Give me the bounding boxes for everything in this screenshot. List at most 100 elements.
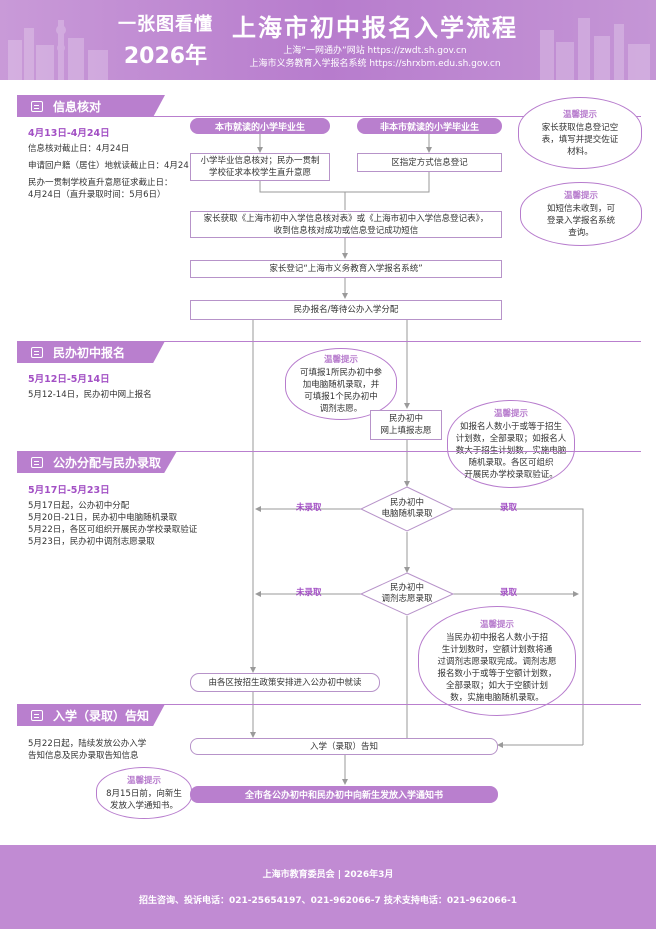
tip-line: 随机录取。各区可组织 xyxy=(468,457,554,468)
tab-allocation: 公办分配与民办录取 xyxy=(17,451,177,473)
s3-line: 5月17日起，公办初中分配 xyxy=(28,501,130,511)
random-line: 民办初中 xyxy=(389,498,424,508)
s1-date: 4月13日-4月24日 xyxy=(28,128,110,139)
nonlocal-student-pill: 非本市就读的小学毕业生 xyxy=(357,118,502,134)
tip-bubble: 温馨提示 如短信未收到，可 登录入学报名系统 查询。 xyxy=(520,182,642,246)
parent-login-box: 家长登记“上海市义务教育入学报名系统” xyxy=(190,260,502,278)
s4-details: 5月22日起，陆续发放公办入学 告知信息及民办录取告知信息 xyxy=(28,738,146,762)
admitted-label: 录取 xyxy=(500,588,518,598)
tip-line: 家长获取信息登记空 xyxy=(541,122,619,133)
tip-line: 生计划数时，空额计划数将通 xyxy=(441,644,553,655)
form-icon xyxy=(31,100,43,112)
notice-box: 入学（录取）告知 xyxy=(190,738,498,755)
s2-line: 5月12-14日，民办初中网上报名 xyxy=(28,390,152,400)
tip-title: 温馨提示 xyxy=(493,408,528,419)
form-icon xyxy=(31,346,43,358)
tip-line: 数大于招生计划数，实施电脑 xyxy=(456,445,567,457)
tip-line: 调剂志愿。 xyxy=(319,403,363,414)
online-apply-line: 民办初中 xyxy=(388,414,423,424)
city-skyline-icon xyxy=(8,18,650,80)
s2-details: 5月12日-5月14日 5月12-14日，民办初中网上报名 xyxy=(28,374,152,401)
admitted-label: 录取 xyxy=(500,503,518,513)
random-line: 电脑随机录取 xyxy=(381,509,433,519)
s2-date: 5月12日-5月14日 xyxy=(28,374,110,385)
tab-info-check: 信息核对 xyxy=(17,95,165,117)
public-school-box: 由各区按招生政策安排进入公办初中就读 xyxy=(190,673,380,692)
section-divider xyxy=(17,451,641,452)
form-icon xyxy=(31,709,43,721)
apply-box: 民办报名/等待公办入学分配 xyxy=(190,300,502,320)
footer-org: 上海市教育委员会 | 2026年3月 xyxy=(262,870,394,880)
tip-bubble: 温馨提示 家长获取信息登记空 表，填写并提交佐证 材料。 xyxy=(518,97,642,169)
nonlocal-register-box: 区指定方式信息登记 xyxy=(357,153,502,172)
tip-bubble: 温馨提示 当民办初中报名人数小于招 生计划数时，空额计划数将通 过调剂志愿录取完… xyxy=(418,606,576,716)
tip-line: 计划数，全部录取；如报名人 xyxy=(455,433,567,444)
s3-line: 5月22日，各区可组织开展民办学校录取验证 xyxy=(28,525,198,535)
online-apply-box: 民办初中 网上填报志愿 xyxy=(370,410,442,440)
adjust-line: 民办初中 xyxy=(389,583,424,593)
header-line1: 一张图看懂 xyxy=(118,14,213,35)
s3-details: 5月17日-5月23日 5月17日起，公办初中分配 5月20日-21日，民办初中… xyxy=(28,485,197,548)
tip-line: 8月15日前，向新生 xyxy=(106,788,182,799)
tip-title: 温馨提示 xyxy=(563,190,598,201)
s3-line: 5月23日，民办初中调剂志愿录取 xyxy=(28,537,155,547)
tab-private-apply: 民办初中报名 xyxy=(17,341,165,363)
tip-line: 表，填写并提交佐证 xyxy=(541,134,619,145)
s3-line: 5月20日-21日，民办初中电脑随机录取 xyxy=(28,513,178,523)
header-right: 上海市初中报名入学流程 上海“一网通办”网站 https://zwdt.sh.g… xyxy=(232,8,518,71)
local-check-line: 学校征求本校学生直升意愿 xyxy=(208,168,311,178)
tip-line: 数，实施电脑随机录取。 xyxy=(450,692,544,703)
online-apply-line: 网上填报志愿 xyxy=(380,426,432,436)
tip-bubble: 温馨提示 可填报1所民办初中参 加电脑随机录取，并 可填报1个民办初中 调剂志愿… xyxy=(285,348,397,420)
section-divider xyxy=(17,116,641,117)
parent-get-form-box: 家长获取《上海市初中入学信息核对表》或《上海市初中入学信息登记表》， 收到信息核… xyxy=(190,211,502,238)
tip-bubble: 温馨提示 如报名人数小于或等于招生 计划数，全部录取；如报名人 数大于招生计划数… xyxy=(447,400,575,488)
local-student-pill: 本市就读的小学毕业生 xyxy=(190,118,330,134)
s4-line: 5月22日起，陆续发放公办入学 xyxy=(28,739,147,749)
s1-line: 民办一贯制学校直升意愿征求截止日： xyxy=(28,178,173,188)
s1-line: 信息核对截止日：4月24日 xyxy=(28,144,130,154)
tip-line: 如报名人数小于或等于招生 xyxy=(459,421,562,432)
s1-details: 4月13日-4月24日 信息核对截止日：4月24日 申请回户籍（居住）地就读截止… xyxy=(28,128,197,201)
header-banner: 一张图看懂 2026年 上海市初中报名入学流程 上海“一网通办”网站 https… xyxy=(0,0,656,80)
s3-date: 5月17日-5月23日 xyxy=(28,485,110,496)
header-sub2: 上海市义务教育入学报名系统 https://shrxbm.edu.sh.gov.… xyxy=(249,59,501,69)
header-sub1: 上海“一网通办”网站 https://zwdt.sh.gov.cn xyxy=(283,46,467,56)
parent-get-line: 收到信息核对成功或信息登记成功短信 xyxy=(273,225,419,236)
page-title: 上海市初中报名入学流程 xyxy=(232,14,518,42)
tip-line: 加电脑随机录取，并 xyxy=(302,379,380,390)
tip-line: 过调剂志愿录取完成。调剂志愿 xyxy=(437,656,557,667)
tip-line: 材料。 xyxy=(567,146,593,157)
tab-allocation-label: 公办分配与民办录取 xyxy=(53,455,162,470)
flow-connectors xyxy=(250,134,584,785)
section-divider xyxy=(17,341,641,342)
final-notice-pill: 全市各公办初中和民办初中向新生发放入学通知书 xyxy=(190,786,498,803)
s1-line: 4月24日（直升录取时间：5月6日） xyxy=(28,190,166,200)
tab-notice: 入学（录取）告知 xyxy=(17,704,165,726)
parent-get-line: 家长获取《上海市初中入学信息核对表》或《上海市初中入学信息登记表》， xyxy=(203,213,489,224)
header-line2: 2026年 xyxy=(123,44,208,69)
local-check-box: 小学毕业信息核对；民办一贯制 学校征求本校学生直升意愿 xyxy=(190,153,330,181)
footer-contact: 招生咨询、投诉电话：021-25654197、021-962066-7 技术支持… xyxy=(139,896,517,906)
not-admitted-label: 未录取 xyxy=(296,503,322,513)
adjust-admission-diamond: 民办初中 调剂志愿录取 xyxy=(377,583,437,605)
tab-notice-label: 入学（录取）告知 xyxy=(53,708,150,723)
tip-line: 登录入学报名系统 xyxy=(546,215,615,226)
adjust-line: 调剂志愿录取 xyxy=(381,594,433,604)
tab-private-apply-label: 民办初中报名 xyxy=(53,345,126,360)
tip-line: 查询。 xyxy=(568,227,594,238)
tip-line: 如短信未收到，可 xyxy=(546,203,615,214)
random-admission-diamond: 民办初中 电脑随机录取 xyxy=(377,498,437,520)
tip-line: 报名数小于或等于空额计划数， xyxy=(437,668,557,679)
form-icon xyxy=(31,456,43,468)
tip-line: 发放入学通知书。 xyxy=(109,800,178,811)
tip-title: 温馨提示 xyxy=(562,109,597,120)
tip-line: 当民办初中报名人数小于招 xyxy=(445,632,548,643)
tip-line: 可填报1个民办初中 xyxy=(304,391,378,402)
section-divider xyxy=(17,704,641,705)
tip-line: 可填报1所民办初中参 xyxy=(300,367,382,378)
footer: 上海市教育委员会 | 2026年3月 招生咨询、投诉电话：021-2565419… xyxy=(0,845,656,929)
tip-title: 温馨提示 xyxy=(479,619,514,630)
s1-line: 申请回户籍（居住）地就读截止日：4月24日 xyxy=(28,161,198,171)
local-check-line: 小学毕业信息核对；民办一贯制 xyxy=(200,156,320,166)
